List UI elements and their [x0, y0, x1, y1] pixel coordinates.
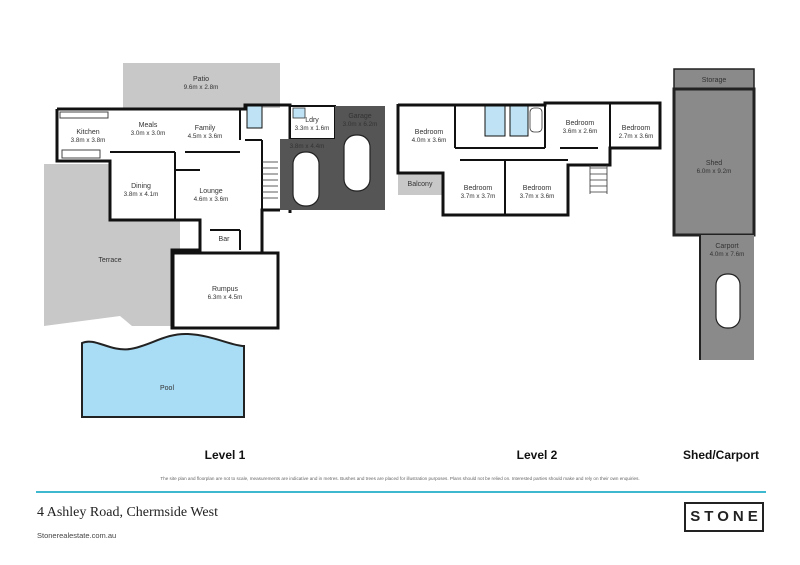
car-icon	[343, 134, 371, 192]
rumpus-room	[171, 251, 280, 330]
level2-title: Level 2	[517, 448, 558, 462]
kitchen-dim: 3.8m x 3.8m	[71, 137, 106, 144]
carport-dim: 4.0m x 7.6m	[710, 251, 745, 258]
shed-title: Shed/Carport	[683, 448, 759, 462]
meals-dim: 3.0m x 3.0m	[131, 130, 166, 137]
patio-area	[123, 63, 280, 108]
carport-label: Carport	[715, 243, 738, 250]
meals-label: Meals	[139, 122, 158, 129]
dining-label: Dining	[131, 183, 151, 190]
level1-interior-walls	[110, 110, 263, 250]
bedroom4-label: Bedroom	[464, 185, 493, 192]
disclaimer-text: The site plan and floorplan are not to s…	[160, 476, 640, 481]
divider-rule	[36, 491, 766, 493]
level2-walls	[396, 101, 662, 217]
kitchen-island	[61, 149, 101, 159]
level2-bathroom	[484, 105, 506, 137]
pool-label: Pool	[160, 385, 174, 392]
rumpus-label: Rumpus	[212, 286, 239, 293]
ldry-dim: 3.3m x 1.6m	[295, 125, 330, 132]
car-icon	[715, 273, 741, 329]
balcony-area	[398, 173, 443, 195]
dining-dim: 3.8m x 4.1m	[124, 191, 159, 198]
garage-label: Garage	[348, 113, 371, 120]
stone-logo: STONE	[684, 502, 764, 532]
bedroom2-dim: 3.6m x 2.6m	[563, 128, 598, 135]
storage-label: Storage	[702, 77, 727, 84]
level1-title: Level 1	[205, 448, 246, 462]
bedroom4-dim: 3.7m x 3.7m	[461, 193, 496, 200]
website-link[interactable]: Stonerealestate.com.au	[37, 531, 117, 540]
bedroom5-label: Bedroom	[523, 185, 552, 192]
bar-label: Bar	[219, 236, 231, 243]
shed-dim: 6.0m x 9.2m	[697, 168, 732, 175]
lounge-label: Lounge	[199, 188, 222, 195]
kitchen-label: Kitchen	[76, 129, 99, 136]
patio-dim: 9.6m x 2.8m	[184, 84, 219, 91]
bedroom5-dim: 3.7m x 3.6m	[520, 193, 555, 200]
level2-interior-walls	[454, 103, 611, 215]
terrace-area	[44, 164, 180, 326]
bedroom1-label: Bedroom	[415, 129, 444, 136]
level2-bath	[529, 107, 543, 133]
bedroom3-dim: 2.7m x 3.6m	[619, 133, 654, 140]
bedroom2-label: Bedroom	[566, 120, 595, 127]
car-icon	[292, 151, 320, 207]
level2-stairs	[589, 165, 608, 194]
balcony-label: Balcony	[408, 181, 433, 188]
bedroom3-label: Bedroom	[622, 125, 651, 132]
floor-plan: Patio 9.6m x 2.8m Kitchen 3.8m x 3.8m Me…	[44, 63, 759, 462]
terrace-label: Terrace	[98, 257, 121, 264]
garage-dim: 3.0m x 6.2m	[343, 121, 378, 128]
property-address: 4 Ashley Road, Chermside West	[37, 505, 218, 520]
laundry-tub	[292, 107, 306, 119]
ldry-label: Ldry	[305, 117, 319, 124]
pool-shape	[81, 332, 245, 418]
level2-ensuite	[509, 105, 529, 137]
family-label: Family	[195, 125, 216, 132]
lounge-dim: 4.6m x 3.6m	[194, 196, 229, 203]
family-dim: 4.5m x 3.6m	[188, 133, 223, 140]
level1-stairs	[262, 161, 278, 199]
shed-label: Shed	[706, 160, 722, 167]
level1-bathroom	[246, 105, 263, 129]
patio-label: Patio	[193, 76, 209, 83]
bedroom1-dim: 4.0m x 3.6m	[412, 137, 447, 144]
kitchen-bench	[59, 111, 109, 119]
rumpus-dim: 6.3m x 4.5m	[208, 294, 243, 301]
carport-garage-dim: 3.8m x 4.4m	[290, 143, 325, 150]
